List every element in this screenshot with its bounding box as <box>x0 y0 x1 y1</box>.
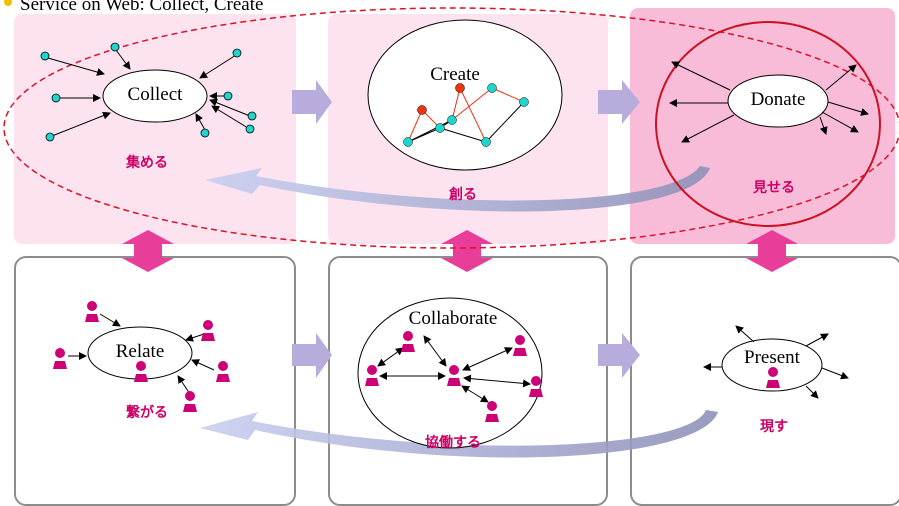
person-icon <box>85 301 99 322</box>
person-icon <box>53 348 67 369</box>
collect-arrows <box>47 49 251 137</box>
donate-arrows <box>669 61 869 143</box>
donate-oval <box>727 74 829 128</box>
collaborate-label: Collaborate <box>408 308 498 329</box>
relate-label: Relate <box>115 341 165 362</box>
page-title: Service on Web: Collect, Create <box>20 0 264 15</box>
person-icon <box>513 335 527 356</box>
bullet-icon <box>4 0 12 6</box>
collect-nodes <box>40 42 257 142</box>
collect-label: Collect <box>127 84 183 105</box>
person-icons <box>53 301 780 422</box>
flow-arrow-bot-1 <box>292 333 332 378</box>
relate-jp-label: 繋がる <box>126 405 168 421</box>
collaborate-jp-label: 協働する <box>425 435 481 451</box>
web-service-boundary <box>3 7 899 249</box>
donate-jp-label: 見せる <box>753 180 795 196</box>
create-nodes <box>403 83 529 147</box>
link-arrow-1 <box>122 230 174 272</box>
collaborate-arrows <box>377 335 531 403</box>
present-label: Present <box>744 347 800 368</box>
donate-label: Donate <box>750 89 806 110</box>
flow-arrow-top-2 <box>598 80 640 124</box>
create-jp-label: 創る <box>449 187 477 203</box>
person-icon <box>201 320 215 341</box>
person-icon <box>365 365 379 386</box>
person-icon <box>447 365 461 386</box>
collect-jp-label: 集める <box>126 155 168 171</box>
person-icon <box>183 391 197 412</box>
present-jp-label: 現す <box>760 419 788 435</box>
link-arrow-2 <box>441 230 493 272</box>
person-icon <box>485 401 499 422</box>
person-icon <box>216 361 230 382</box>
donate-highlight <box>655 21 881 227</box>
present-arrows <box>703 325 849 399</box>
feedback-curve-top <box>205 166 710 212</box>
person-icon <box>401 331 415 352</box>
flow-arrow-top-1 <box>292 80 332 124</box>
create-label: Create <box>430 64 480 85</box>
create-oval <box>367 19 563 171</box>
feedback-curve-bottom <box>200 410 718 458</box>
relate-panel <box>14 256 296 506</box>
relate-arrows <box>68 313 215 395</box>
person-icon <box>529 376 543 397</box>
collect-oval <box>102 69 208 123</box>
person-icon <box>134 361 148 382</box>
person-icon <box>766 367 780 388</box>
flow-arrow-bot-2 <box>598 333 640 378</box>
present-oval <box>721 338 823 392</box>
link-arrow-3 <box>746 230 798 272</box>
